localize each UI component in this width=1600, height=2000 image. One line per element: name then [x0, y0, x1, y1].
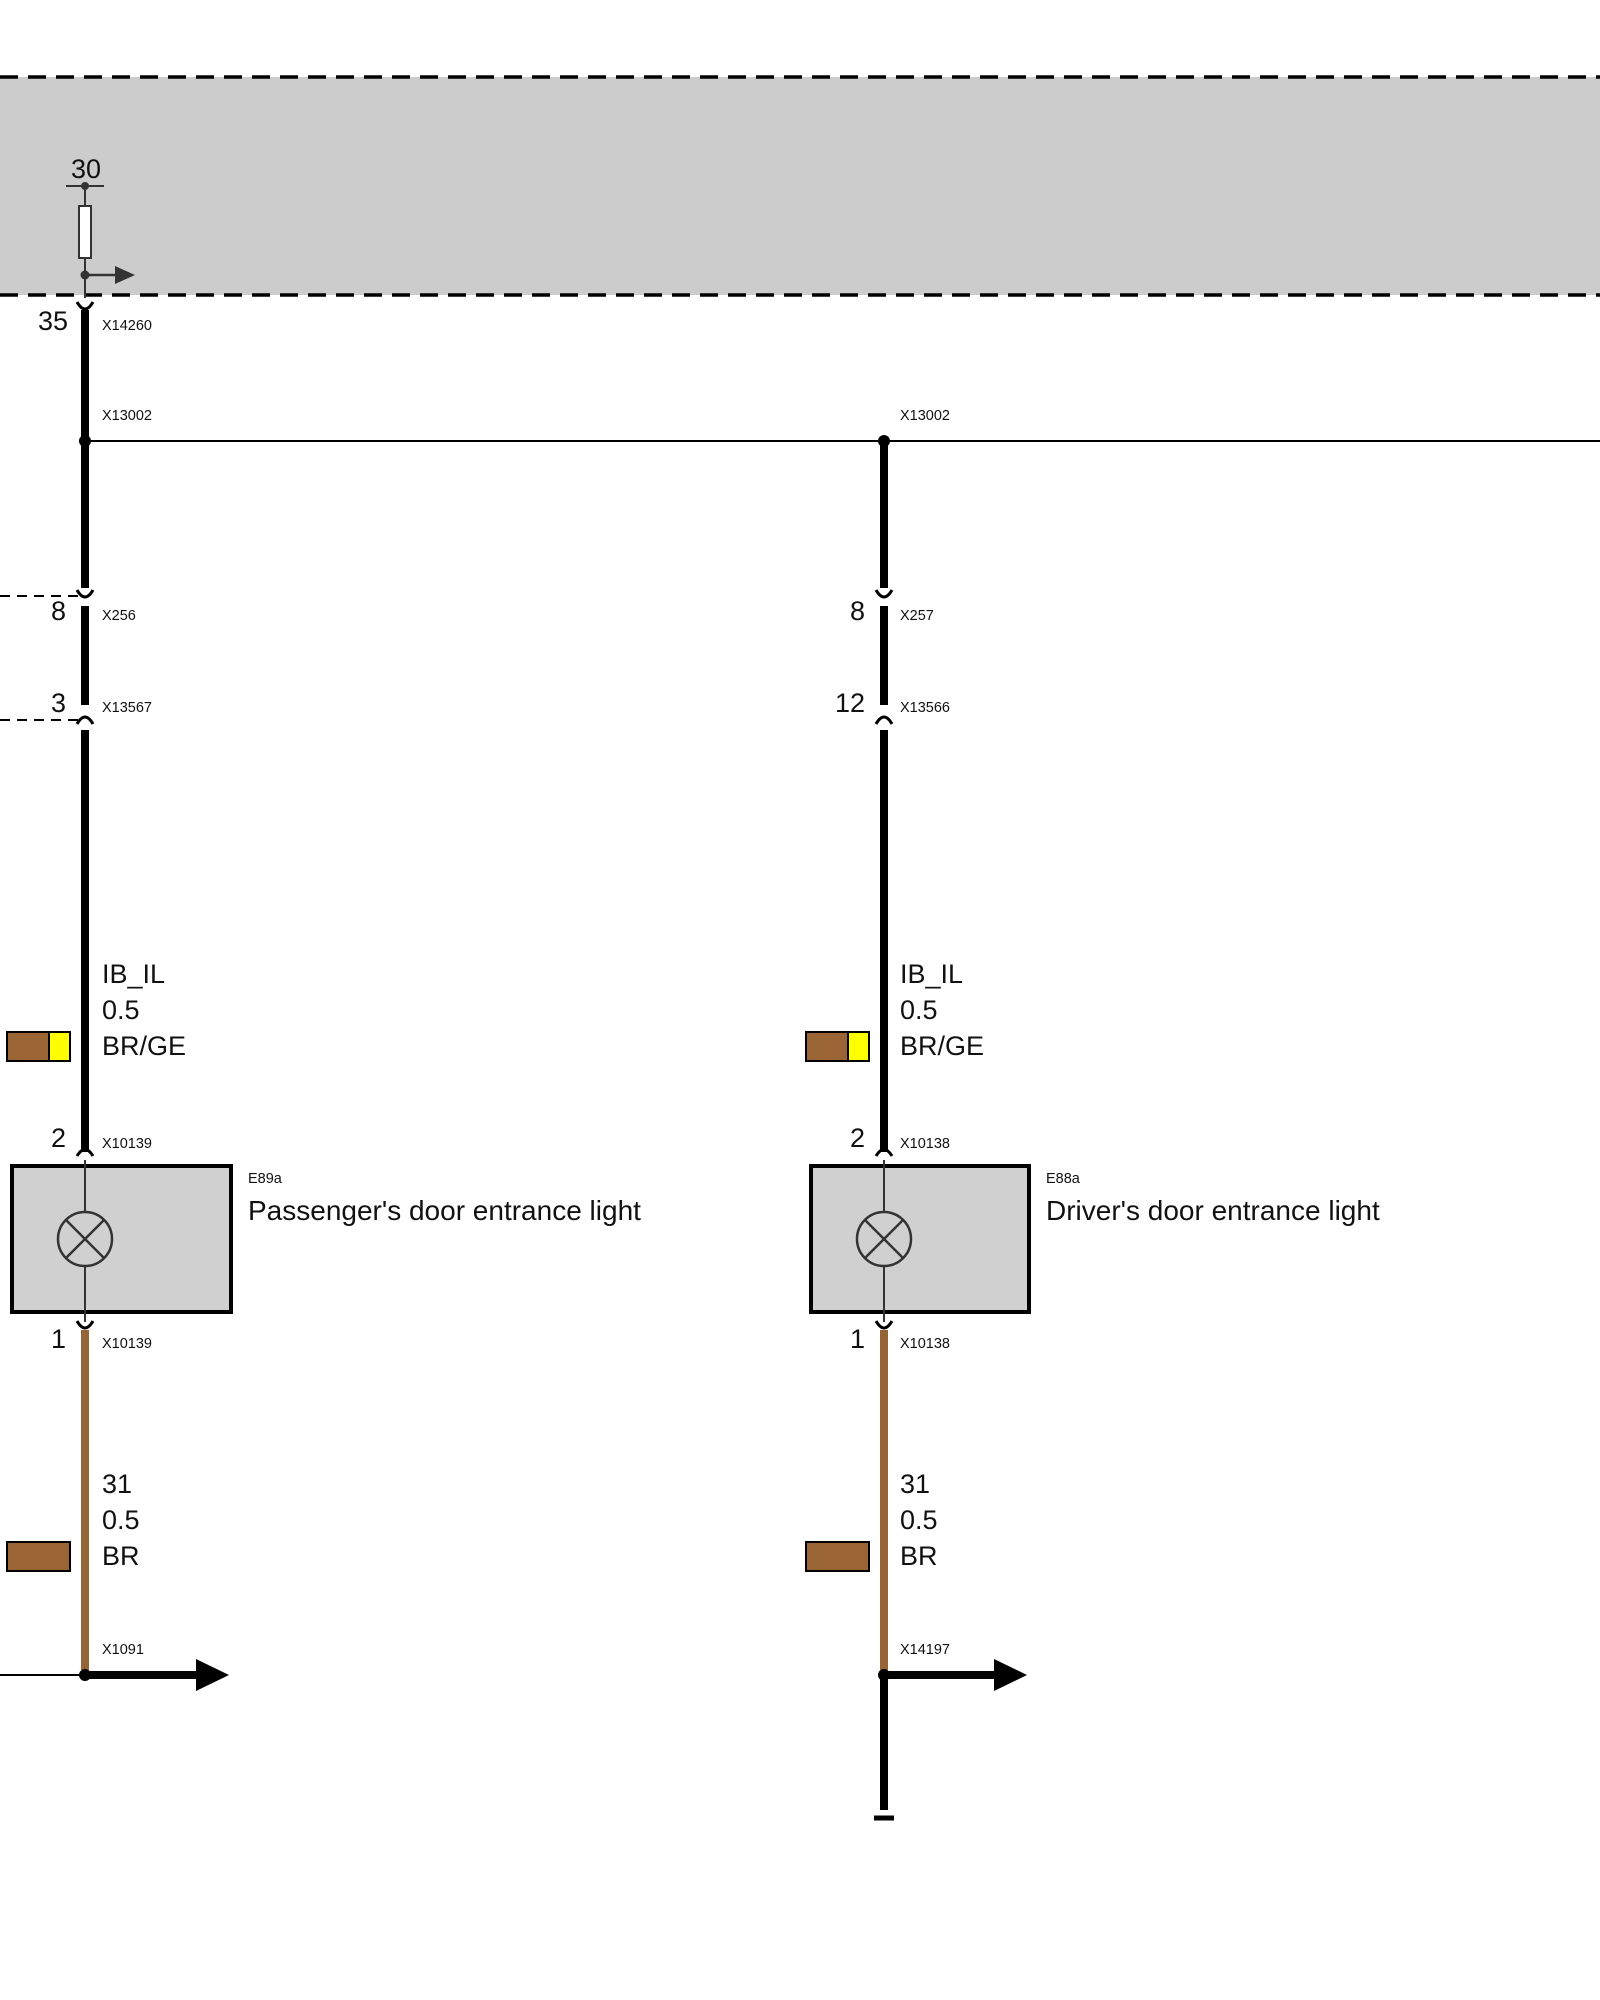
- right-wire-signal-label: IB_IL: [900, 959, 963, 989]
- right-wire-color-label: BR/GE: [900, 1031, 984, 1061]
- left-ground-wire-signal-label: 31: [102, 1469, 132, 1499]
- right-component-pin-in-icon: [874, 1148, 894, 1157]
- connector-x13002-right-label: X13002: [900, 408, 950, 424]
- left-pin-a-label: 8: [51, 596, 66, 626]
- right-wire-size-label: 0.5: [900, 995, 938, 1025]
- control-unit-area: [0, 77, 1600, 295]
- left-component-pin-in-icon: [75, 1148, 95, 1157]
- left-ground-wire-size-label: 0.5: [102, 1505, 140, 1535]
- right-component-box: [809, 1164, 1031, 1314]
- left-component-id: E89a: [248, 1171, 283, 1187]
- connector-x257-icon: [874, 589, 894, 599]
- right-ground-wire-swatch: [805, 1541, 870, 1572]
- splice-left-icon: [79, 435, 91, 447]
- right-component-id: E88a: [1046, 1171, 1081, 1187]
- right-ground-connector-label: X14197: [900, 1642, 950, 1658]
- right-connector-b-label: X13566: [900, 700, 950, 716]
- right-pin-a-label: 8: [850, 596, 865, 626]
- right-component-pin-out-icon: [874, 1320, 894, 1330]
- right-wire-color-swatch: [805, 1031, 870, 1062]
- right-pin-out-label: 1: [850, 1324, 865, 1354]
- connector-x13002-left-label: X13002: [102, 408, 152, 424]
- connector-x14260-label: X14260: [102, 318, 152, 334]
- right-pin-in-label: 2: [850, 1123, 865, 1153]
- pin-35-label: 35: [38, 306, 68, 336]
- lamp-icon: [855, 1210, 913, 1268]
- left-pin-in-label: 2: [51, 1123, 66, 1153]
- connector-x14260-icon: [75, 301, 95, 311]
- left-component-name: Passenger's door entrance light: [248, 1195, 641, 1226]
- right-component-name: Driver's door entrance light: [1046, 1195, 1380, 1226]
- left-wire-size-label: 0.5: [102, 995, 140, 1025]
- left-connector-in-label: X10139: [102, 1136, 152, 1152]
- fuse-output-icon: [66, 182, 135, 298]
- right-pin-b-label: 12: [835, 688, 865, 718]
- left-pin-out-label: 1: [51, 1324, 66, 1354]
- connector-x13566-icon: [874, 715, 894, 725]
- lamp-icon: [56, 1210, 114, 1268]
- left-connector-a-label: X256: [102, 608, 136, 624]
- left-ground-wire-swatch: [6, 1541, 71, 1572]
- right-connector-in-label: X10138: [900, 1136, 950, 1152]
- right-ground-wire-signal-label: 31: [900, 1469, 930, 1499]
- left-ground-wire-color-label: BR: [102, 1541, 140, 1571]
- left-wire-signal-label: IB_IL: [102, 959, 165, 989]
- left-connector-b-label: X13567: [102, 700, 152, 716]
- connector-x13567-icon: [75, 715, 95, 725]
- right-connector-out-label: X10138: [900, 1336, 950, 1352]
- right-ground-wire-color-label: BR: [900, 1541, 938, 1571]
- left-component-pin-out-icon: [75, 1320, 95, 1330]
- left-pin-b-label: 3: [51, 688, 66, 718]
- right-arrow-right-icon: [994, 1659, 1027, 1691]
- right-ground-wire-size-label: 0.5: [900, 1505, 938, 1535]
- left-wire-color-label: BR/GE: [102, 1031, 186, 1061]
- left-connector-out-label: X10139: [102, 1336, 152, 1352]
- left-component-box: [10, 1164, 233, 1314]
- left-wire-color-swatch: [6, 1031, 71, 1062]
- connector-x256-icon: [75, 589, 95, 599]
- left-ground-connector-label: X1091: [102, 1642, 144, 1658]
- terminal-30-label: 30: [71, 154, 101, 184]
- right-connector-a-label: X257: [900, 608, 934, 624]
- left-arrow-right-icon: [196, 1659, 229, 1691]
